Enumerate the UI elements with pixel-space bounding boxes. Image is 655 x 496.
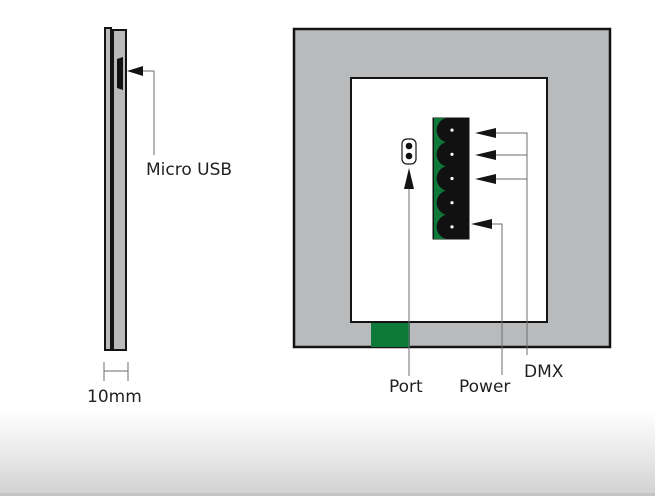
dmx-label: DMX bbox=[524, 362, 564, 382]
micro-usb-leader-line bbox=[142, 70, 155, 155]
thickness-label: 10mm bbox=[87, 387, 142, 407]
dmx-arrow-icon-3 bbox=[475, 174, 496, 184]
dmx-arrow-icon-2 bbox=[475, 150, 496, 160]
thickness-dimension bbox=[103, 362, 129, 381]
port-connector-green bbox=[371, 323, 410, 347]
port-hole-1 bbox=[405, 142, 413, 150]
port-label: Port bbox=[389, 377, 423, 397]
power-label: Power bbox=[459, 377, 510, 397]
port-arrow-icon bbox=[404, 168, 414, 189]
power-arrow-icon bbox=[471, 219, 492, 229]
micro-usb-port bbox=[117, 57, 123, 90]
front-view bbox=[292, 27, 612, 349]
side-view-body bbox=[112, 29, 127, 351]
micro-usb-label: Micro USB bbox=[146, 160, 232, 180]
port-socket bbox=[401, 138, 417, 165]
leader-lines bbox=[404, 128, 528, 376]
terminal-block bbox=[432, 117, 470, 240]
dmx-arrow-icon-1 bbox=[475, 128, 496, 138]
footer-edge bbox=[0, 493, 655, 496]
footer-gradient-band bbox=[0, 410, 655, 496]
dmx-leader-1 bbox=[490, 132, 528, 355]
micro-usb-arrow-icon bbox=[127, 66, 143, 76]
terminal-pin-1 bbox=[434, 118, 454, 143]
terminal-pin-4 bbox=[434, 190, 454, 215]
terminal-pin-2 bbox=[434, 142, 454, 167]
side-view: Micro USB 10mm bbox=[87, 27, 232, 407]
power-leader bbox=[490, 223, 503, 375]
terminal-pin-3 bbox=[434, 166, 454, 191]
port-hole-2 bbox=[405, 152, 413, 160]
side-view-front-plate bbox=[104, 27, 112, 351]
terminal-pin-5 bbox=[434, 214, 454, 239]
